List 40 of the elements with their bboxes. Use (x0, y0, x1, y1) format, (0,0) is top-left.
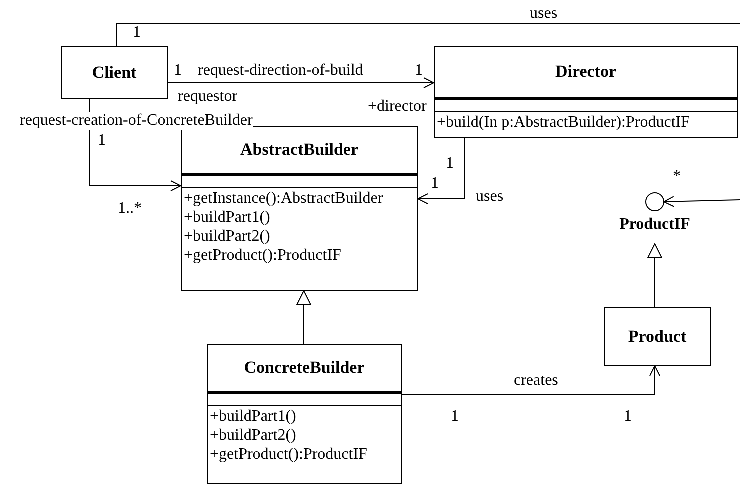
role-label: requestor (178, 88, 238, 106)
association-arrow (90, 98, 182, 192)
class-box (61, 46, 168, 99)
operation-text: +buildPart1() (210, 407, 298, 426)
multiplicity-label: 1..* (118, 200, 142, 218)
multiplicity-label: 1 (98, 132, 106, 150)
operation-text: +buildPart2() (210, 426, 298, 445)
multiplicity-label: 1 (446, 155, 454, 173)
association-arrow (168, 78, 434, 88)
operation-text: +getProduct():ProductIF (184, 246, 342, 265)
multiplicity-label: 1 (174, 62, 182, 80)
association-arrow (418, 138, 466, 204)
class-name: Client (92, 62, 137, 82)
association-arrow (402, 366, 660, 396)
class-box (434, 46, 738, 138)
class-name: AbstractBuilder (240, 140, 359, 160)
class-box (604, 307, 711, 366)
operation-text: +build(In p:AbstractBuilder):ProductIF (437, 113, 691, 132)
class-box (207, 344, 402, 484)
operation-text: +getInstance():AbstractBuilder (184, 189, 384, 208)
operation-text: +buildPart2() (184, 227, 272, 246)
multiplicity-label: 1 (415, 62, 423, 80)
multiplicity-label: 1 (431, 175, 439, 193)
generalization-arrow (648, 244, 662, 308)
interface-name: ProductIF (620, 216, 690, 234)
class-name: ConcreteBuilder (244, 358, 365, 378)
multiplicity-label: 1 (133, 24, 141, 42)
class-name: Product (628, 326, 687, 346)
multiplicity-label: * (673, 168, 681, 186)
operation-text: +buildPart1() (184, 208, 272, 227)
multiplicity-label: 1 (451, 408, 459, 426)
association-arrow (664, 196, 740, 208)
class-name: Director (555, 62, 617, 82)
association-line (116, 24, 740, 46)
edge-label: request-direction-of-build (198, 62, 364, 80)
multiplicity-label: 1 (624, 408, 632, 426)
edge-label: request-creation-of-ConcreteBuilder (20, 112, 253, 130)
operation-text: +getProduct():ProductIF (210, 445, 368, 464)
generalization-arrow (296, 290, 312, 344)
role-label: +director (368, 98, 427, 116)
